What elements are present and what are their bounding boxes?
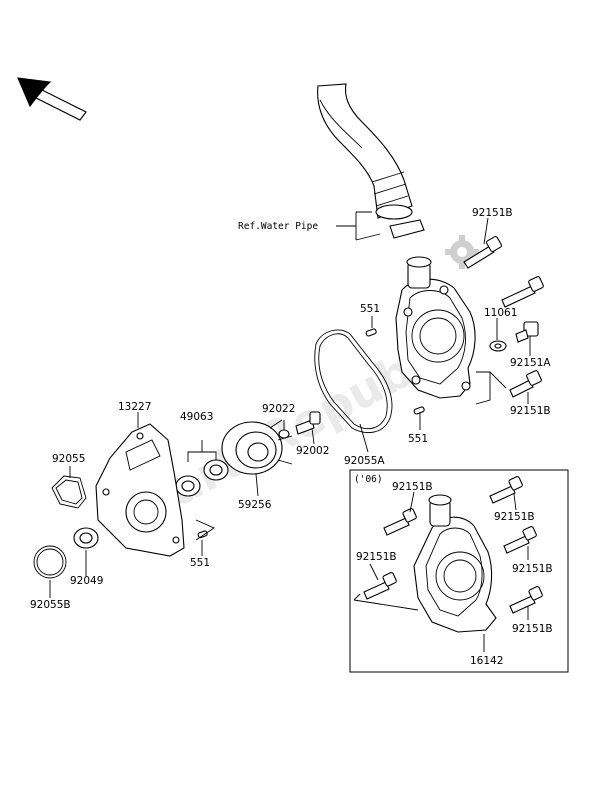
leader-lines bbox=[49, 217, 531, 598]
label-11061: 11061 bbox=[484, 307, 517, 319]
ref-water-pipe-label: Ref.Water Pipe bbox=[238, 221, 318, 232]
label-551-low: 551 bbox=[190, 557, 210, 569]
o-ring-92055B bbox=[33, 545, 67, 579]
washer-11061 bbox=[489, 340, 507, 352]
label-92055A: 92055A bbox=[344, 455, 385, 467]
inset-box bbox=[349, 469, 569, 673]
label-92049: 92049 bbox=[70, 575, 103, 587]
inset-bolts bbox=[363, 476, 543, 614]
inset-leaders bbox=[353, 491, 529, 652]
dowel-pin-mid bbox=[413, 406, 425, 415]
inset-label-92151B-a: 92151B bbox=[392, 481, 433, 493]
pump-body-13227 bbox=[95, 423, 185, 557]
label-92151A: 92151A bbox=[510, 357, 551, 369]
inset-label-92151B-b: 92151B bbox=[494, 511, 535, 523]
label-92055B: 92055B bbox=[30, 599, 71, 611]
pump-cover bbox=[395, 256, 476, 399]
inset-label-92151B-c: 92151B bbox=[356, 551, 397, 563]
label-92151B-mid: 92151B bbox=[510, 405, 551, 417]
dowel-pin-top bbox=[365, 328, 377, 337]
bolt-92151A bbox=[515, 321, 539, 343]
o-ring-92055A bbox=[314, 329, 393, 434]
gear-icon bbox=[445, 235, 479, 269]
label-49063: 49063 bbox=[180, 411, 213, 423]
bolt-92151B-top bbox=[463, 235, 503, 269]
label-551-mid: 551 bbox=[408, 433, 428, 445]
inset-pump-cover bbox=[413, 494, 497, 633]
seal-49063 bbox=[175, 440, 229, 497]
o-ring-92055 bbox=[51, 475, 87, 509]
label-92022: 92022 bbox=[262, 403, 295, 415]
label-13227: 13227 bbox=[118, 401, 151, 413]
bolt-92002 bbox=[295, 411, 321, 435]
label-551-top: 551 bbox=[360, 303, 380, 315]
impeller-59256 bbox=[221, 419, 293, 475]
washer-92022 bbox=[278, 429, 290, 439]
bolt-92151B-mid bbox=[509, 370, 542, 398]
inset-label-92151B-d: 92151B bbox=[512, 563, 553, 575]
inset-year-label: ('06) bbox=[354, 474, 383, 485]
label-92002: 92002 bbox=[296, 445, 329, 457]
oil-seal-92049 bbox=[73, 527, 99, 549]
bracket-mid-right bbox=[475, 371, 507, 405]
label-59256: 59256 bbox=[238, 499, 272, 511]
bolt-long bbox=[501, 276, 544, 308]
direction-arrow-icon bbox=[17, 77, 87, 121]
inset-label-92151B-e: 92151B bbox=[512, 623, 553, 635]
label-92151B-top: 92151B bbox=[472, 207, 513, 219]
label-92055: 92055 bbox=[52, 453, 85, 465]
water-pipe bbox=[317, 83, 425, 239]
inset-label-16142: 16142 bbox=[470, 655, 503, 667]
water-pipe-bracket bbox=[336, 211, 381, 241]
dowel-pin-low bbox=[195, 519, 215, 541]
